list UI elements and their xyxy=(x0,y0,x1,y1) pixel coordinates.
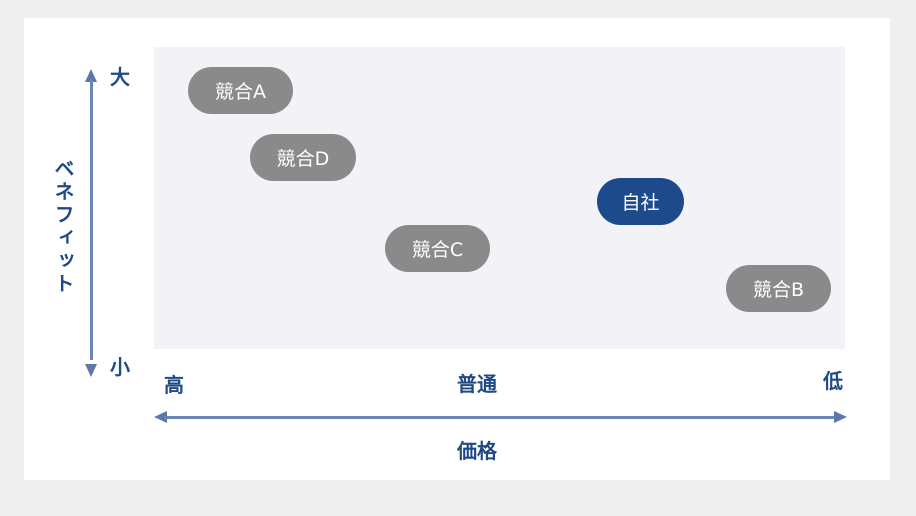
arrow-right-icon xyxy=(834,411,847,423)
y-axis-line xyxy=(90,80,93,360)
bubble-own-company: 自社 xyxy=(597,178,684,225)
y-axis-title: ベネフィット xyxy=(51,158,75,296)
bubble-competitor-d: 競合D xyxy=(250,134,356,181)
bubble-competitor-b: 競合B xyxy=(726,265,831,312)
y-axis-bottom-label: 小 xyxy=(110,355,130,379)
arrow-up-icon xyxy=(85,69,97,82)
y-axis-top-label: 大 xyxy=(110,65,130,89)
bubble-competitor-a: 競合A xyxy=(188,67,293,114)
x-axis-line xyxy=(164,416,836,419)
arrow-down-icon xyxy=(85,364,97,377)
arrow-left-icon xyxy=(154,411,167,423)
bubble-competitor-c: 競合C xyxy=(385,225,490,272)
x-axis-left-label: 高 xyxy=(164,373,184,397)
x-axis-right-label: 低 xyxy=(823,369,843,393)
x-axis-title: 価格 xyxy=(457,439,497,463)
x-axis-middle-label: 普通 xyxy=(457,372,497,396)
